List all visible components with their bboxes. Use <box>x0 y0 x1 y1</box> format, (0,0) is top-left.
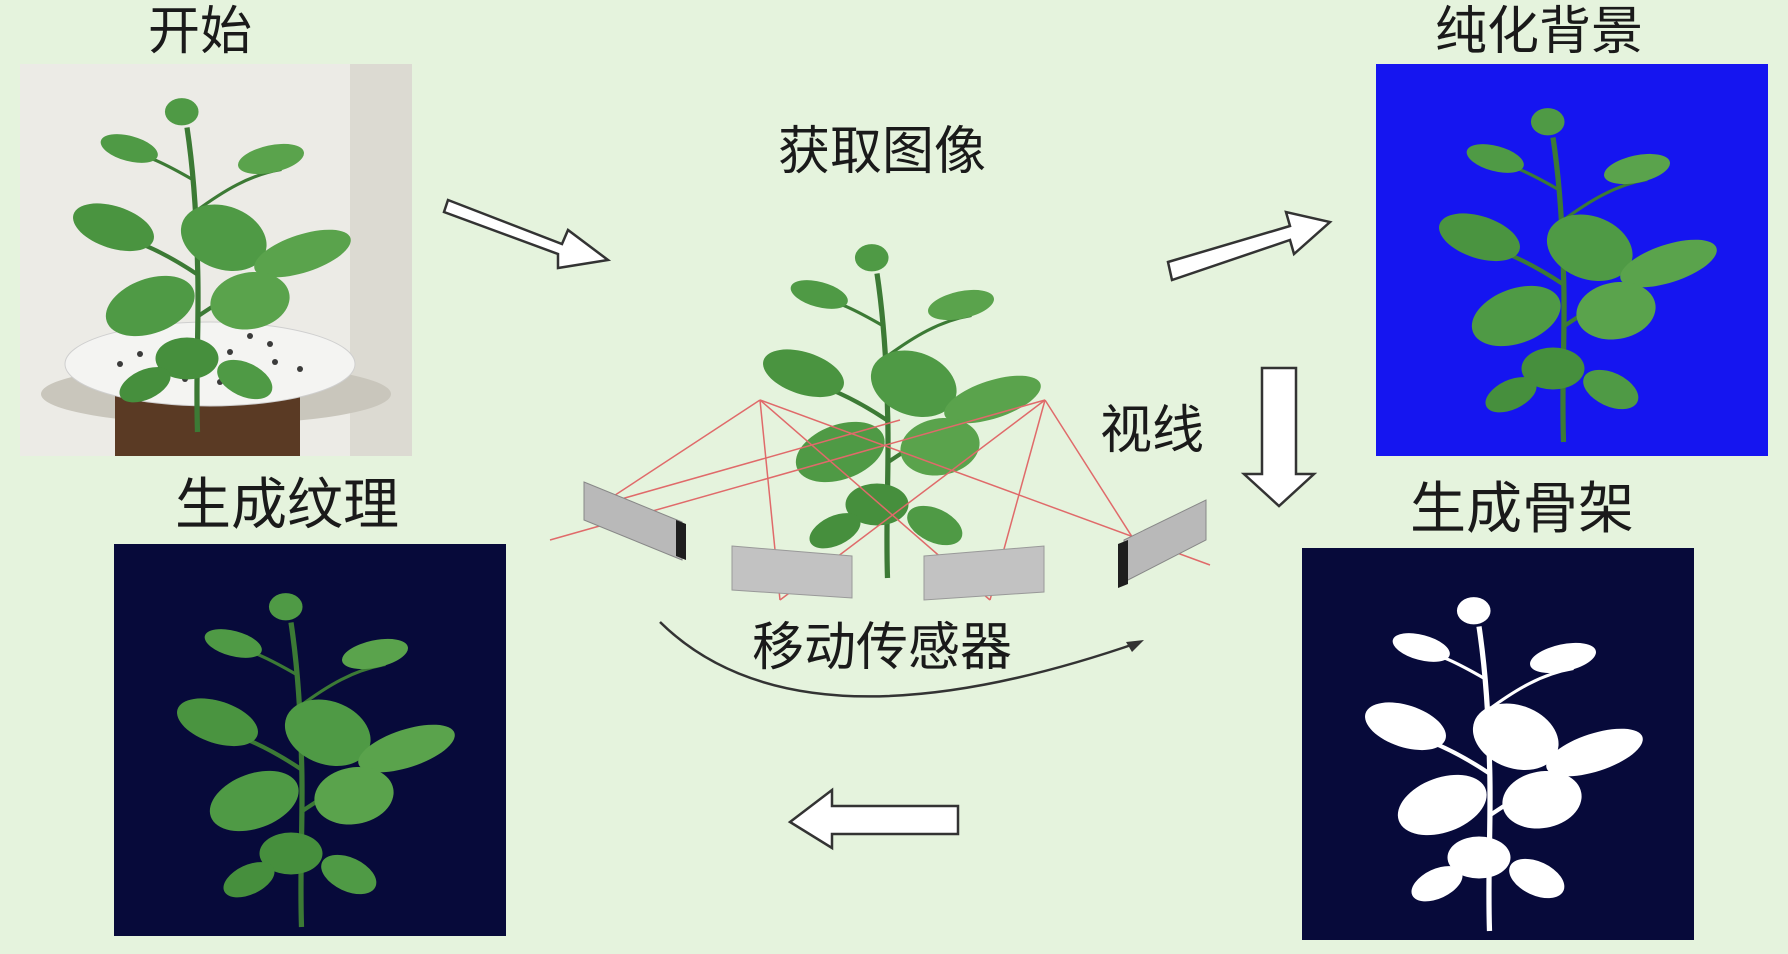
arrow-skeleton-to-texture <box>787 787 960 851</box>
label-purify: 纯化背景 <box>1435 2 1644 62</box>
label-sightline: 视线 <box>1100 401 1205 461</box>
sensor-1 <box>583 481 686 561</box>
label-start: 开始 <box>148 2 253 62</box>
arc-arrowhead <box>1126 640 1144 652</box>
skeleton-image <box>1302 548 1694 940</box>
arrow-capture-to-purify <box>1166 210 1333 282</box>
label-capture: 获取图像 <box>778 122 987 182</box>
label-sensors: 移动传感器 <box>752 618 1013 678</box>
arrow-start-to-capture <box>442 198 612 270</box>
sensor-3 <box>923 545 1045 601</box>
purify-background-image <box>1376 64 1768 456</box>
sensor-motion-arc <box>659 621 1141 698</box>
sensor-2 <box>731 545 853 599</box>
arrow-purify-to-skeleton <box>1240 366 1318 508</box>
start-photo <box>20 64 412 456</box>
label-texture: 生成纹理 <box>175 473 399 538</box>
texture-image <box>114 544 506 936</box>
captured-plant <box>757 244 1046 578</box>
sensor-4 <box>1118 499 1207 588</box>
label-skeleton: 生成骨架 <box>1410 477 1634 542</box>
